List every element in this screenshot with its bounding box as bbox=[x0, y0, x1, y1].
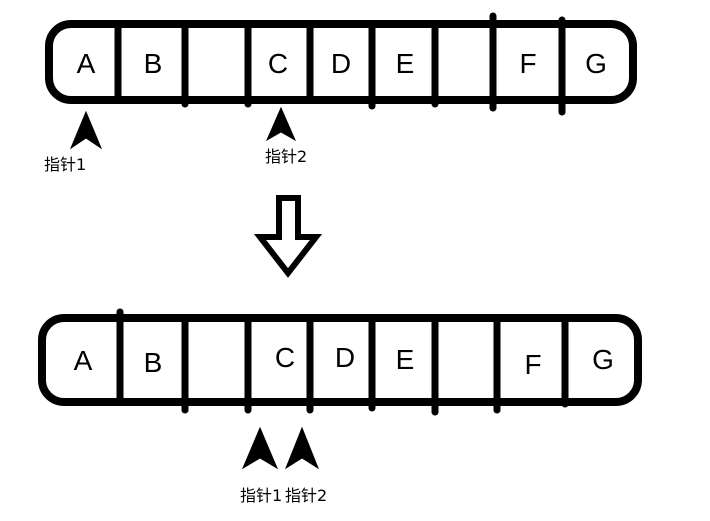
bottom-pointer-2: 指针2 bbox=[284, 426, 327, 505]
pointer-arrowhead-icon bbox=[284, 426, 320, 470]
top-pointer-2: 指针2 bbox=[265, 106, 307, 166]
bottom-cell-3: C bbox=[275, 342, 295, 373]
bottom-cell-1: B bbox=[144, 347, 163, 378]
bottom-cell-5: E bbox=[396, 344, 415, 375]
pointer-arrowhead-icon bbox=[69, 110, 103, 150]
bottom-pointer-1: 指针1 bbox=[240, 426, 282, 505]
bottom-array-frame bbox=[38, 314, 642, 406]
bottom-pointer-2-label: 指针2 bbox=[285, 486, 327, 505]
top-pointer-1-label: 指针1 bbox=[44, 155, 86, 174]
bottom-cell-4: D bbox=[335, 342, 355, 373]
top-cell-5: E bbox=[396, 48, 415, 79]
bottom-array: A B C D E F G bbox=[38, 308, 642, 416]
top-cell-4: D bbox=[331, 48, 351, 79]
top-cell-1: B bbox=[144, 48, 163, 79]
bottom-cell-0: A bbox=[74, 345, 93, 376]
pointer-arrowhead-icon bbox=[241, 426, 279, 470]
top-array: A B C D E F G bbox=[45, 12, 637, 116]
top-cell-7: F bbox=[519, 48, 536, 79]
bottom-cell-8: G bbox=[592, 344, 614, 375]
bottom-cell-7: F bbox=[524, 349, 541, 380]
top-array-frame bbox=[45, 20, 637, 104]
pointer-arrowhead-icon bbox=[265, 106, 297, 142]
bottom-pointer-1-label: 指针1 bbox=[240, 486, 282, 505]
top-cell-8: G bbox=[585, 48, 607, 79]
top-cell-3: C bbox=[268, 48, 288, 79]
top-cell-0: A bbox=[77, 48, 96, 79]
hollow-down-arrow-icon bbox=[253, 195, 323, 278]
top-pointer-1: 指针1 bbox=[44, 110, 103, 174]
top-pointer-2-label: 指针2 bbox=[265, 147, 307, 166]
